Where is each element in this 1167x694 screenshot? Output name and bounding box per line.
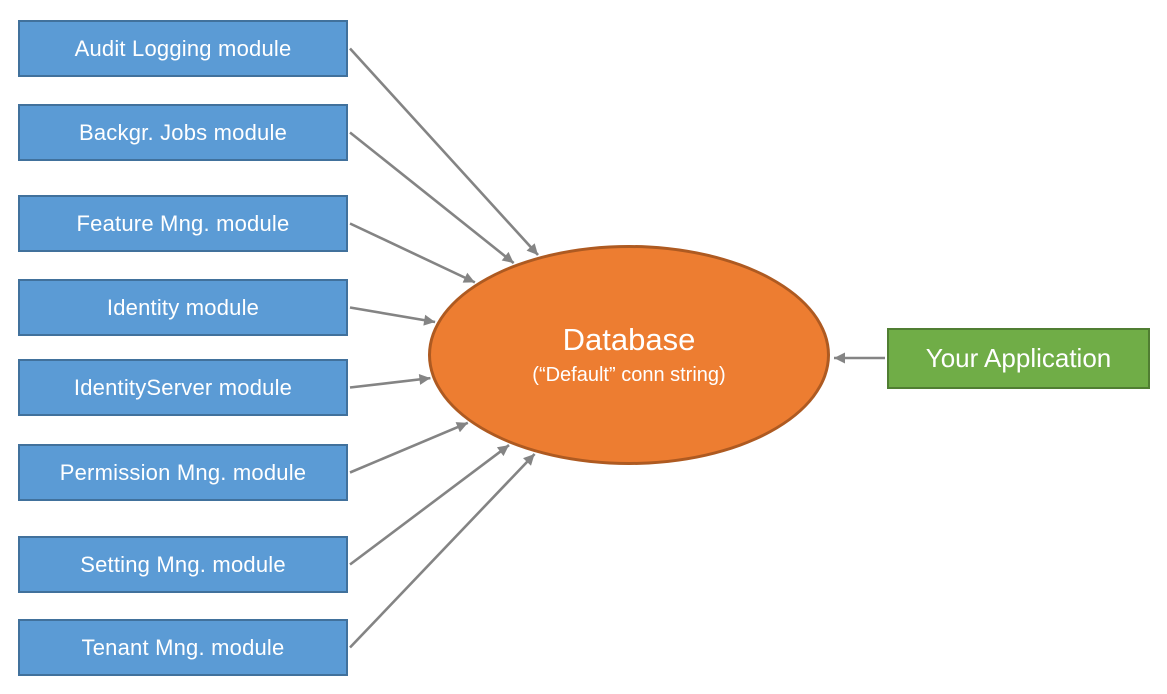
module-box-permission-mng-module: Permission Mng. module	[18, 444, 348, 501]
module-label: Audit Logging module	[74, 35, 292, 61]
database-ellipse: Database (“Default” conn string)	[428, 245, 830, 465]
connector-arrow-module-2	[349, 222, 476, 284]
module-box-setting-mng-module: Setting Mng. module	[18, 536, 348, 593]
module-box-audit-logging-module: Audit Logging module	[18, 20, 348, 77]
your-application-box: Your Application	[887, 328, 1150, 389]
connector-arrow-module-6	[349, 444, 510, 566]
database-connection-string-label: (“Default” conn string)	[532, 363, 726, 386]
connector-arrow-module-4	[349, 373, 431, 389]
connector-arrow-module-3	[349, 306, 436, 326]
connector-arrow-module-1	[349, 131, 515, 265]
module-box-identityserver-module: IdentityServer module	[18, 359, 348, 416]
connector-arrow-module-5	[349, 421, 469, 474]
module-box-tenant-mng-module: Tenant Mng. module	[18, 619, 348, 676]
connector-arrow-module-7	[349, 453, 536, 649]
module-box-feature-mng-module: Feature Mng. module	[18, 195, 348, 252]
module-box-identity-module: Identity module	[18, 279, 348, 336]
module-label: Permission Mng. module	[59, 459, 307, 485]
module-label: Identity module	[106, 294, 260, 320]
your-application-label: Your Application	[925, 343, 1112, 373]
module-label: IdentityServer module	[73, 374, 293, 400]
module-box-backgr-jobs-module: Backgr. Jobs module	[18, 104, 348, 161]
module-label: Backgr. Jobs module	[78, 119, 288, 145]
module-label: Feature Mng. module	[76, 210, 290, 236]
connector-arrow-module-0	[349, 47, 539, 256]
database-title: Database	[562, 322, 696, 358]
module-label: Tenant Mng. module	[81, 634, 285, 660]
module-label: Setting Mng. module	[80, 551, 286, 577]
